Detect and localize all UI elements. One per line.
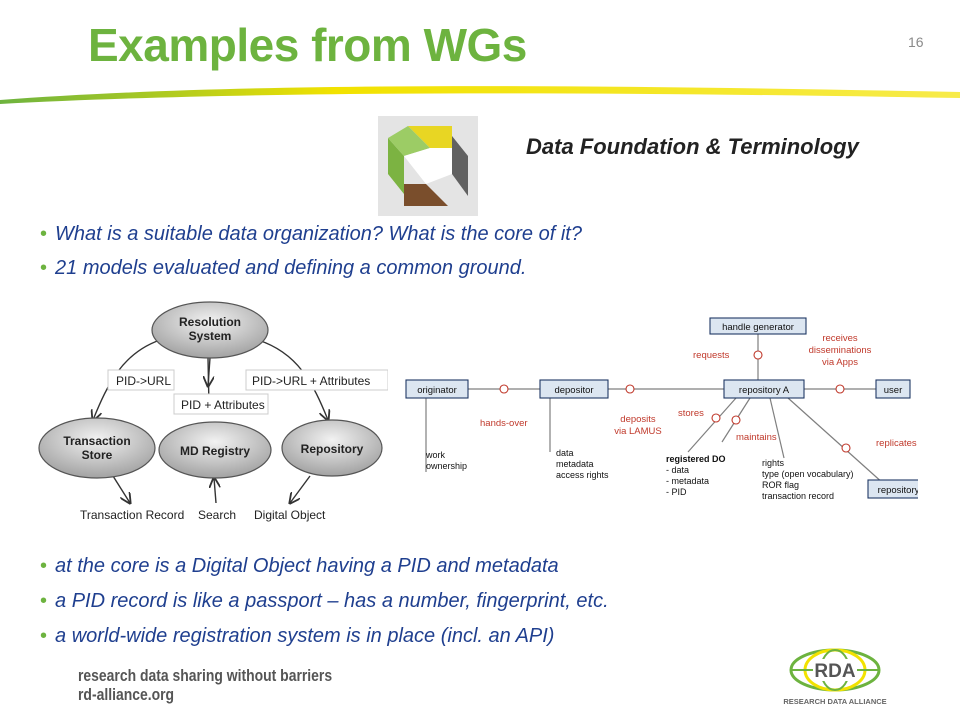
bullet-dot: • — [40, 223, 48, 245]
node-transaction-label-1: Transaction — [63, 434, 130, 448]
rel-maintains-label: maintains — [736, 432, 777, 443]
node-md-registry-label: MD Registry — [180, 444, 250, 458]
rel-stores-label: stores — [678, 408, 704, 419]
box-user-label: user — [884, 385, 902, 396]
node-md-registry — [158, 421, 272, 479]
box-depositor — [539, 379, 609, 399]
rel-stores — [711, 413, 721, 423]
rel-maintains — [731, 415, 741, 425]
bullet-dot: • — [40, 555, 48, 577]
output-transaction-record: Transaction Record — [80, 508, 184, 522]
rel-hands-over — [499, 384, 509, 394]
box-repository-a — [723, 379, 805, 399]
bullet-top-1: • What is a suitable data organization? W… — [40, 223, 582, 246]
deposit-diagram: handle generator originator depositor re… — [405, 317, 918, 501]
node-repository-label: Repository — [301, 442, 364, 456]
rel-receives-label-2: disseminations — [809, 345, 872, 356]
bullet-dot: • — [40, 590, 48, 612]
rel-hands-over-label: hands-over — [480, 418, 528, 429]
arrow-transaction-record — [112, 475, 130, 503]
note-registered-do-3: - PID — [666, 487, 687, 497]
line-stores — [687, 397, 737, 453]
rel-receives-label-3: via Apps — [822, 357, 858, 368]
rel-requests-label: requests — [693, 350, 730, 361]
rel-receives-label-1: receives — [822, 333, 858, 344]
label-box-pid-attributes — [173, 393, 269, 415]
box-originator-label: originator — [417, 385, 457, 396]
output-search: Search — [198, 508, 236, 522]
bullet-top-2: • 21 models evaluated and defining a comm… — [40, 257, 526, 280]
rda-logo-caption: RESEARCH DATA ALLIANCE — [783, 697, 886, 706]
rel-deposits-label-2: via LAMUS — [614, 426, 662, 437]
rel-receives — [835, 384, 845, 394]
bullet-text: at the core is a Digital Object having a… — [55, 555, 559, 577]
resolution-diagram: PID->URL PID->URL + Attributes PID + Att… — [38, 301, 388, 522]
note-originator-1: work — [425, 450, 446, 460]
rel-requests — [753, 350, 763, 360]
label-box-pid-url-attributes — [245, 369, 388, 391]
footer-url: rd-alliance.org — [78, 685, 175, 704]
note-depositor-2: metadata — [556, 459, 594, 469]
wg-name: Data Foundation & Terminology — [526, 134, 859, 159]
title-swoosh — [0, 86, 960, 104]
bullet-dot: • — [40, 625, 48, 647]
box-handle-generator — [709, 317, 807, 335]
wg-logo — [378, 116, 478, 216]
box-originator — [405, 379, 469, 399]
arrow-search — [214, 478, 216, 504]
label-box-pid-url — [107, 369, 175, 391]
label-pid-url: PID->URL — [116, 374, 171, 388]
node-resolution-system — [151, 301, 269, 359]
note-depositor-3: access rights — [556, 470, 609, 480]
box-repository-a-label: repository A — [739, 385, 790, 396]
bullet-bottom-2: • a PID record is like a passport – has a… — [40, 590, 609, 613]
box-repository-b — [867, 479, 918, 499]
bullet-text: 21 models evaluated and defining a commo… — [55, 257, 527, 279]
node-resolution-label-1: Resolution — [179, 315, 241, 329]
note-rights-3: ROR flag — [762, 480, 799, 490]
bullet-text: What is a suitable data organization? Wh… — [55, 223, 582, 245]
line-replicates — [787, 397, 885, 485]
note-originator-2: ownership — [426, 461, 467, 471]
label-pid-attributes: PID + Attributes — [181, 398, 265, 412]
note-depositor-1: data — [556, 448, 574, 458]
rel-deposits — [625, 384, 635, 394]
box-depositor-label: depositor — [554, 385, 593, 396]
note-rights-1: rights — [762, 458, 785, 468]
rel-replicates-label: replicates — [876, 438, 917, 449]
arrow-digital-object — [290, 475, 311, 503]
note-rights-4: transaction record — [762, 491, 834, 501]
bullet-bottom-3: • a world-wide registration system is in … — [40, 625, 554, 648]
box-user — [875, 379, 911, 399]
rda-logo-text: RDA — [814, 661, 855, 682]
box-handle-generator-label: handle generator — [722, 322, 794, 333]
line-rights — [769, 397, 785, 459]
note-registered-do-2: - metadata — [666, 476, 709, 486]
note-rights-2: type (open vocabulary) — [762, 469, 854, 479]
bullet-text: a world-wide registration system is in p… — [55, 625, 555, 647]
note-registered-do-1: - data — [666, 465, 689, 475]
output-digital-object: Digital Object — [254, 508, 326, 522]
box-repository-b-label: repository B — [878, 485, 918, 496]
node-transaction-store — [38, 417, 156, 479]
rda-logo: RDA RESEARCH DATA ALLIANCE — [783, 648, 887, 706]
node-repository — [281, 419, 383, 477]
bullet-bottom-1: • at the core is a Digital Object having … — [40, 555, 559, 578]
rel-deposits-label-1: deposits — [620, 414, 656, 425]
page-number: 16 — [908, 34, 924, 50]
slide-title: Examples from WGs — [88, 19, 527, 71]
bullet-dot: • — [40, 257, 48, 279]
footer-slogan: research data sharing without barriers — [78, 666, 333, 685]
rel-replicates — [841, 443, 851, 453]
note-registered-do-title: registered DO — [666, 454, 726, 464]
node-transaction-label-2: Store — [82, 448, 113, 462]
label-pid-url-attributes: PID->URL + Attributes — [252, 374, 370, 388]
bullet-text: a PID record is like a passport – has a … — [55, 590, 609, 612]
node-resolution-label-2: System — [189, 329, 232, 343]
